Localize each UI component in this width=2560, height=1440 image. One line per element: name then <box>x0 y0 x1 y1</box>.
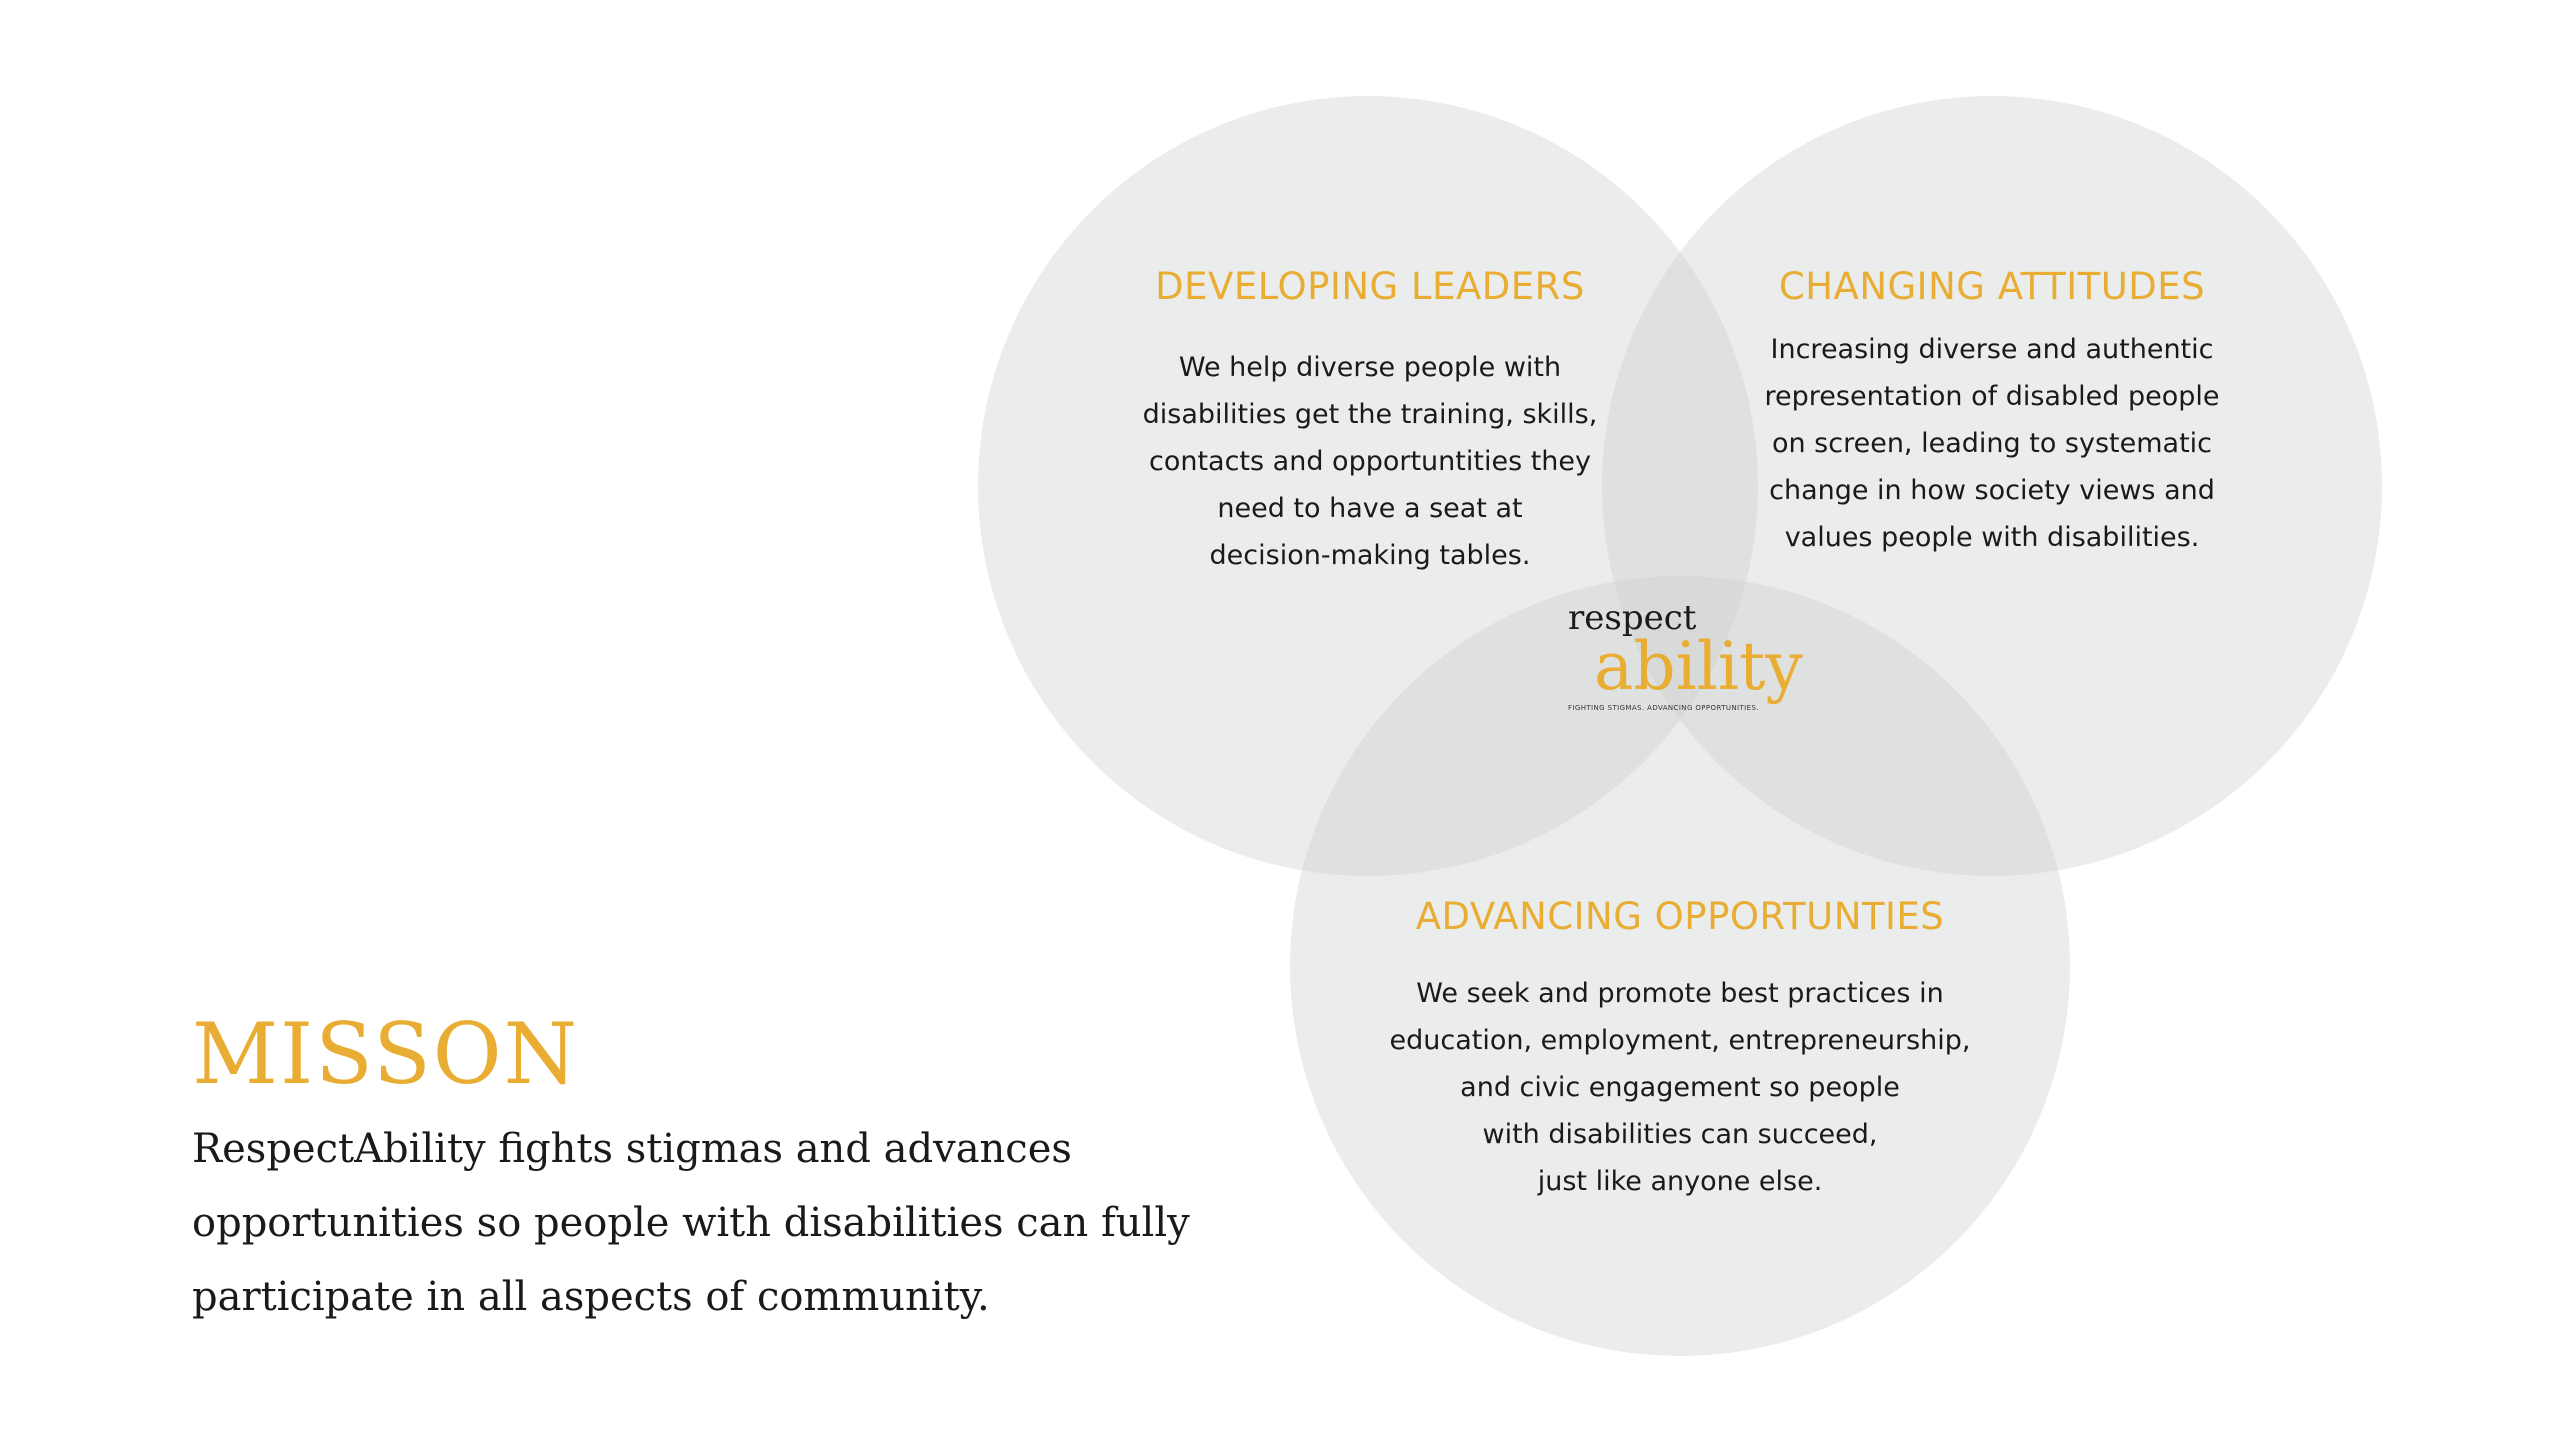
logo-word-ability: ability <box>1594 628 1803 705</box>
pillar-description-line: values people with disabilities. <box>1784 522 2200 553</box>
mission-title: MISSON <box>192 1005 580 1103</box>
pillar-description-line: and civic engagement so people <box>1460 1072 1900 1103</box>
pillar-description-line: with disabilities can succeed, <box>1482 1119 1878 1150</box>
venn-circle-advancing-opportunities <box>1290 576 2070 1356</box>
pillar-developing-leaders: DEVELOPING LEADERS We help diverse peopl… <box>1095 265 1645 579</box>
pillar-description-line: need to have a seat at <box>1217 493 1523 524</box>
pillar-heading: DEVELOPING LEADERS <box>1155 265 1585 308</box>
pillar-description-line: decision-making tables. <box>1209 540 1531 571</box>
pillar-advancing-opportunities: ADVANCING OPPORTUNTIES We seek and promo… <box>1380 895 1980 1205</box>
pillar-description-line: Increasing diverse and authentic <box>1770 334 2214 365</box>
venn-circle-developing-leaders <box>978 96 1758 876</box>
pillar-heading: CHANGING ATTITUDES <box>1778 265 2206 308</box>
pillar-description: We seek and promote best practices in ed… <box>1380 970 1980 1205</box>
venn-circle-changing-attitudes <box>1602 96 2382 876</box>
logo-word-respect: respect <box>1568 598 1697 638</box>
pillar-description-line: contacts and opportuntities they <box>1148 446 1592 477</box>
pillar-description: We help diverse people with disabilities… <box>1095 344 1645 579</box>
pillar-changing-attitudes: CHANGING ATTITUDES Increasing diverse an… <box>1712 265 2272 561</box>
pillar-description: Increasing diverse and authentic represe… <box>1712 326 2272 561</box>
pillar-description-line: We help diverse people with <box>1178 352 1562 383</box>
pillar-description-line: just like anyone else. <box>1537 1166 1823 1197</box>
mission-statement-line: opportunities so people with disabilitie… <box>192 1200 1190 1246</box>
pillar-heading: ADVANCING OPPORTUNTIES <box>1415 895 1945 938</box>
pillar-description-line: education, employment, entrepreneurship, <box>1389 1025 1971 1056</box>
logo-tagline: FIGHTING STIGMAS. ADVANCING OPPORTUNITIE… <box>1568 704 1759 712</box>
pillar-description-line: change in how society views and <box>1769 475 2215 506</box>
pillar-description-line: disabilities get the training, skills, <box>1142 399 1598 430</box>
pillar-description-line: We seek and promote best practices in <box>1416 978 1944 1009</box>
pillar-description-line: on screen, leading to systematic <box>1771 428 2213 459</box>
respectability-logo: respect ability FIGHTING STIGMAS. ADVANC… <box>1568 598 1808 718</box>
pillar-description-line: representation of disabled people <box>1764 381 2220 412</box>
mission-statement-line: RespectAbility fights stigmas and advanc… <box>192 1126 1072 1172</box>
mission-statement: RespectAbility fights stigmas and advanc… <box>192 1112 1292 1334</box>
mission-statement-line: participate in all aspects of community. <box>192 1274 990 1320</box>
